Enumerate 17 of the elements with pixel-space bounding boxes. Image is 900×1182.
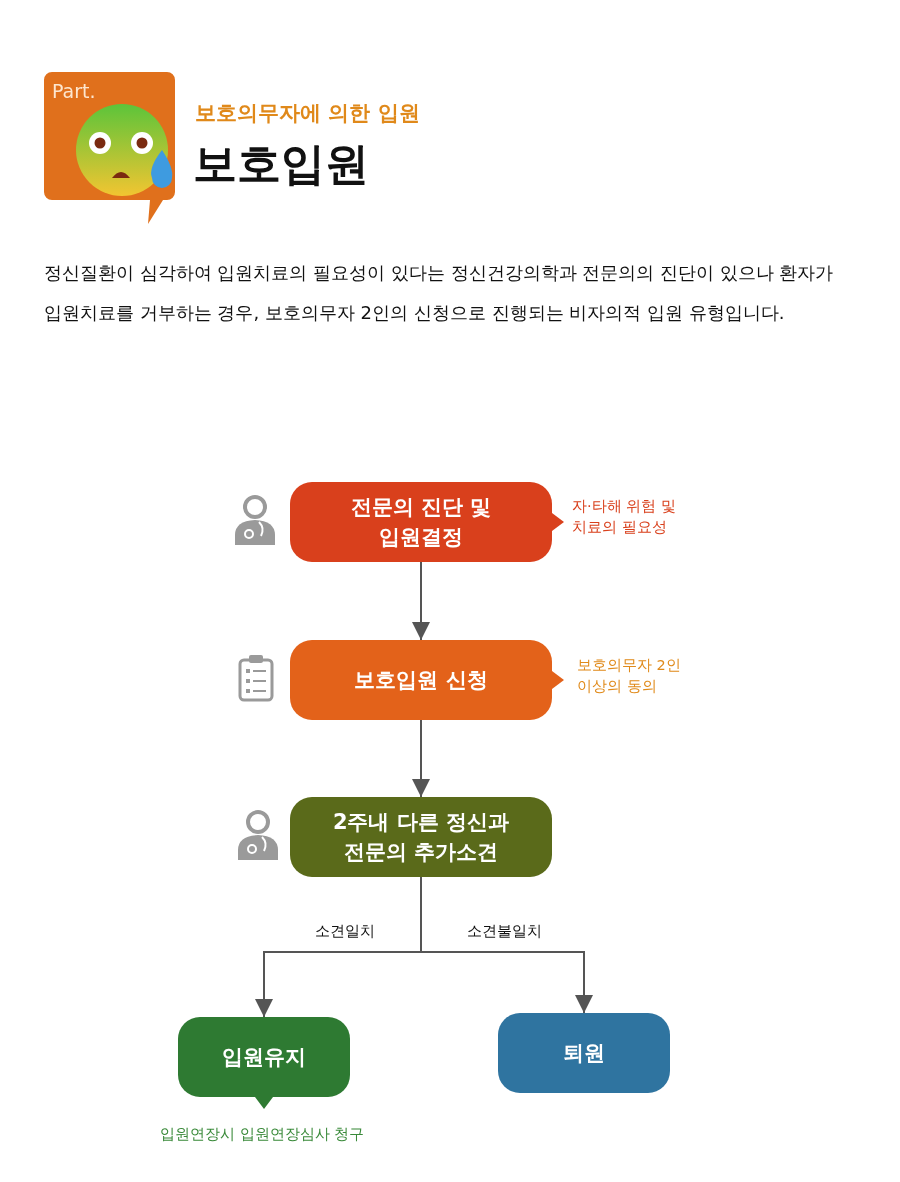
intro-paragraph: 정신질환이 심각하여 입원치료의 필요성이 있다는 정신건강의학과 전문의의 진단이 있으나 환자가 입원치료를 거부하는 경우, 보호의무자 2인의 신청으로 진행되는 비자의적 입원 유형입니다. [44, 261, 835, 325]
arrow [412, 719, 430, 798]
box-label: 보호입원 신청 [354, 666, 488, 694]
note-text: 입원연장시 입원연장심사 청구 [160, 1125, 366, 1144]
subtitle: 보호의무자에 의한 입원 [195, 100, 420, 127]
arrow [412, 561, 430, 641]
process-box [498, 1013, 670, 1093]
box-label: 2주내 다른 정신과 전문의 추가소견 [331, 808, 511, 866]
note-text: 자·타해 위험 및 치료의 필요성 [572, 497, 677, 537]
box-label: 퇴원 [563, 1039, 605, 1067]
process-box [290, 797, 552, 877]
title: 보호입원 [193, 137, 369, 191]
box-label: 전문의 진단 및 입원결정 [349, 493, 493, 551]
badge-label: Part. [52, 80, 96, 102]
note-text: 보호의무자 2인 이상의 동의 [577, 656, 682, 696]
arrow [420, 876, 593, 1014]
box-label: 입원유지 [222, 1043, 306, 1071]
